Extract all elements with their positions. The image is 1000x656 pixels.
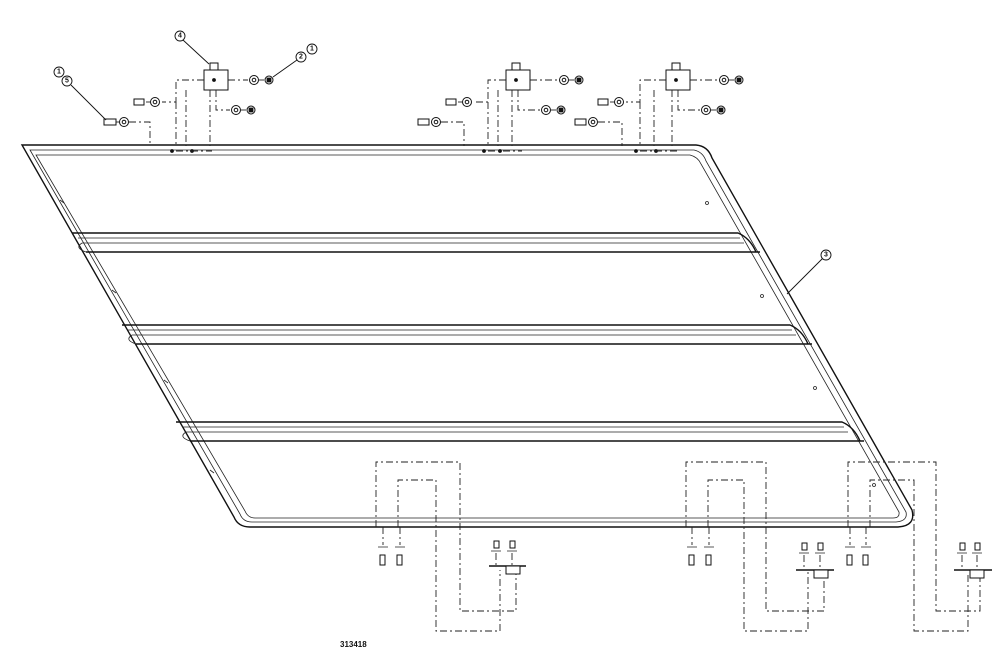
- callout-2-label: 2: [299, 54, 303, 61]
- callout-5: [61, 75, 73, 87]
- nut: [974, 542, 981, 551]
- bracket-stud: [511, 62, 521, 71]
- top-hardware-group-1: [103, 62, 274, 153]
- top-hardware-group-3: [574, 62, 744, 153]
- callout-1-left: [53, 66, 65, 78]
- callouts: 4 2 1 1 5 3: [53, 30, 832, 295]
- callout-1-left-label: 1: [57, 69, 61, 76]
- bracket-stud: [671, 62, 681, 71]
- mounting-bracket: [665, 69, 691, 91]
- callout-2: [295, 51, 307, 63]
- panel: [20, 144, 914, 528]
- mounting-bracket: [203, 69, 229, 91]
- clip-bracket: [813, 569, 829, 579]
- top-hardware-group-2: [417, 62, 584, 153]
- callout-3-label: 3: [824, 252, 828, 259]
- bolt: [133, 98, 145, 106]
- bolt: [705, 554, 712, 566]
- callout-3: [820, 249, 832, 261]
- clevis-pin: [574, 118, 587, 126]
- clip-bracket: [505, 565, 521, 575]
- bolt: [846, 554, 853, 566]
- drawing-number: 313418: [340, 640, 367, 649]
- nut: [493, 540, 500, 549]
- callout-5-label: 5: [65, 78, 69, 85]
- mounting-bracket: [505, 69, 531, 91]
- clevis-pin: [417, 118, 430, 126]
- callout-1-top-label: 1: [310, 46, 314, 53]
- bolt: [688, 554, 695, 566]
- nut: [509, 540, 516, 549]
- bracket-stud: [209, 62, 219, 71]
- nut: [801, 542, 808, 551]
- bolt: [396, 554, 403, 566]
- callout-4: [174, 30, 186, 42]
- bolt: [445, 98, 457, 106]
- bolt: [597, 98, 609, 106]
- nut: [817, 542, 824, 551]
- nut: [959, 542, 966, 551]
- bolt: [862, 554, 869, 566]
- clip-bracket: [969, 569, 985, 579]
- bottom-hardware-group-2: [685, 461, 834, 632]
- bottom-hardware-group-1: [375, 461, 526, 632]
- bottom-hardware-group-3: [845, 461, 992, 632]
- callout-4-label: 4: [178, 33, 182, 40]
- bolt: [379, 554, 386, 566]
- callout-1-top: [306, 43, 318, 55]
